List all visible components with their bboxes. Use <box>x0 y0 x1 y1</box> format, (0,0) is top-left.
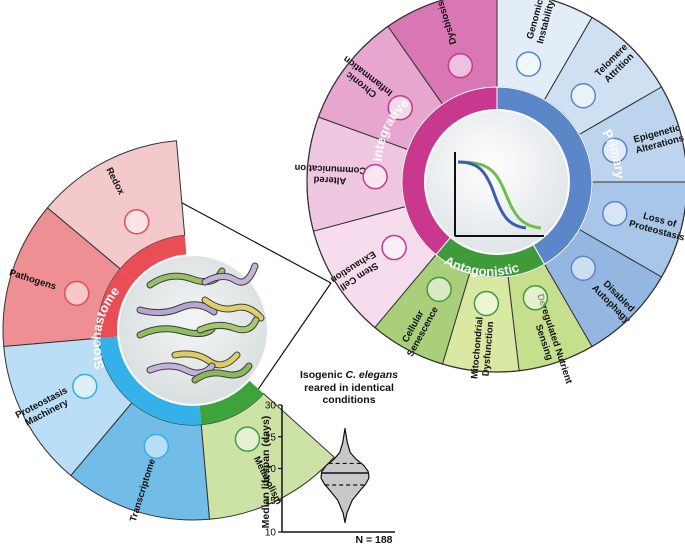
stochastome-ring <box>98 235 264 425</box>
worm-2 <box>202 263 258 285</box>
stochastome-ring-metabolism <box>199 380 264 425</box>
stochastome-ring-pathogens <box>98 268 136 339</box>
stochastome-wheel: RedoxPathogensProteostasisMachineryTrans… <box>2 140 335 523</box>
hallmarks-outer-border <box>306 0 685 373</box>
lifespan-violin-plot: Isogenic C. elegans reared in identical … <box>260 369 398 546</box>
y-tick-label-10: 10 <box>265 528 277 539</box>
altered-communication-icon <box>362 163 388 190</box>
loss-of-proteostasis-icon <box>602 200 628 227</box>
violin-n-label: N = 188 <box>355 534 392 546</box>
worm-9 <box>192 363 252 383</box>
chronic-inflammation-icon <box>387 94 413 121</box>
survival-curve-icon <box>454 152 544 237</box>
disabled-autophagy-icon <box>570 255 597 282</box>
deregulated-nutrient-sensing-icon <box>522 285 549 311</box>
category-ring <box>401 86 593 278</box>
dysbiosis-icon <box>447 52 474 79</box>
worm-population-icon <box>136 262 265 384</box>
y-tick-label-25: 25 <box>265 432 277 443</box>
stem-cell-exhaustion-icon <box>381 234 407 261</box>
y-tick-label-20: 20 <box>265 464 277 475</box>
cellular-senescence-icon <box>426 276 452 303</box>
proteostasis-machinery-icon <box>72 373 98 400</box>
violin-title-line2: reared in identical <box>304 382 394 394</box>
telomere-attrition-icon <box>570 82 597 109</box>
transcriptome-icon <box>143 433 170 460</box>
genomic-instability-icon <box>515 51 542 77</box>
y-tick-label-30: 30 <box>265 401 277 412</box>
violin-y-axis: 10 15 20 25 30 <box>265 401 395 539</box>
stochastome-ring-transcriptome <box>131 387 202 425</box>
violin-title-line3: conditions <box>322 394 375 406</box>
y-tick-label-15: 15 <box>265 496 277 507</box>
violin-body <box>320 427 370 524</box>
hallmark-label-mitochondrial-dysfunction: MitochondrialDysfunction <box>469 316 496 380</box>
violin-shape <box>320 427 370 524</box>
hallmark-label-altered-communication: AlteredCommunication <box>294 162 367 187</box>
stochastome-ring-proteostasis-machinery <box>98 336 145 403</box>
worm-5 <box>137 326 215 338</box>
hallmark-segments: Stem CellExhaustionAlteredCommunicationC… <box>294 0 685 386</box>
worm-7 <box>172 351 240 368</box>
worm-3 <box>137 302 217 316</box>
worm-4 <box>202 297 264 321</box>
center-circle <box>424 109 570 255</box>
stochastome-ring-redox <box>120 235 187 282</box>
violin-y-axis-label: Median lifespan (days) <box>260 416 272 529</box>
metabolism-icon <box>234 426 261 452</box>
mitochondrial-dysfunction-icon <box>473 290 500 317</box>
pathogens-icon <box>63 280 90 307</box>
redox-icon <box>123 209 150 235</box>
stochastome-segments: RedoxPathogensProteostasisMachineryTrans… <box>2 140 335 523</box>
hallmarks-wheel: Stem CellExhaustionAlteredCommunicationC… <box>294 0 685 386</box>
violin-title-line1: Isogenic C. elegans <box>300 369 398 381</box>
worm-6 <box>197 317 259 333</box>
epigenetic-alterations-icon <box>602 137 628 164</box>
